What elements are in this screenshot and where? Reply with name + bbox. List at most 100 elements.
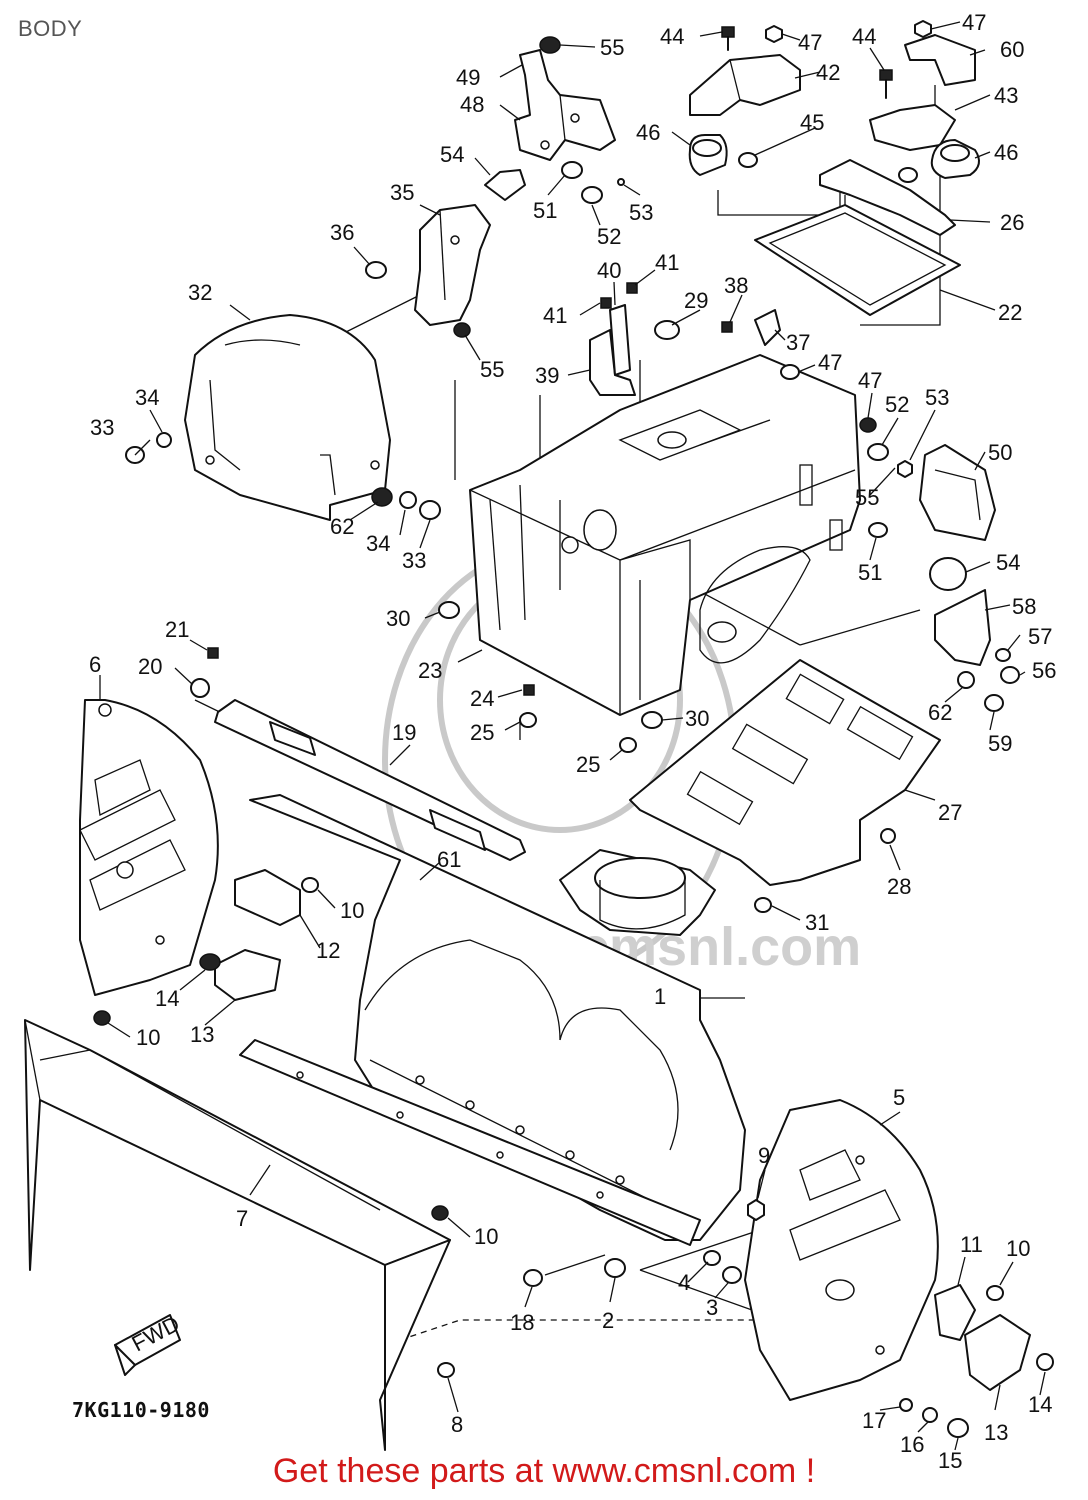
callout-47-a: 47	[798, 30, 822, 55]
callout-44-a: 44	[660, 24, 684, 49]
callout-10-d: 10	[1006, 1236, 1030, 1261]
callout-54-b: 54	[996, 550, 1020, 575]
callout-23: 23	[418, 658, 442, 683]
lower-housing-7	[24, 1019, 451, 1451]
callout-27: 27	[938, 800, 962, 825]
callout-25-b: 25	[576, 752, 600, 777]
callout-30-b: 30	[685, 706, 709, 731]
callout-42: 42	[816, 60, 840, 85]
callout-59: 59	[988, 731, 1012, 756]
callout-29: 29	[684, 288, 708, 313]
callout-34-a: 34	[135, 385, 159, 410]
callout-4: 4	[678, 1270, 690, 1295]
callout-34-b: 34	[366, 531, 390, 556]
callout-6: 6	[89, 652, 101, 677]
callout-26: 26	[1000, 210, 1024, 235]
callout-46-a: 46	[636, 120, 660, 145]
callout-51-a: 51	[533, 198, 557, 223]
callout-25-a: 25	[470, 720, 494, 745]
cover-plate-22	[754, 204, 961, 316]
chute-base	[559, 849, 716, 936]
footer-link-text[interactable]: Get these parts at www.cmsnl.com !	[272, 1452, 816, 1490]
callout-43: 43	[994, 83, 1018, 108]
callout-28: 28	[887, 874, 911, 899]
skid-plate-27	[629, 659, 941, 886]
callout-18: 18	[510, 1310, 534, 1335]
callout-35: 35	[390, 180, 414, 205]
callout-47-d: 47	[858, 368, 882, 393]
callout-11: 11	[960, 1232, 983, 1257]
callout-7: 7	[236, 1206, 248, 1231]
callout-19: 19	[392, 720, 416, 745]
callout-22: 22	[998, 300, 1022, 325]
main-frame-23	[469, 354, 861, 716]
callout-46-b: 46	[994, 140, 1018, 165]
side-plate-6	[79, 699, 219, 996]
plate-26	[819, 159, 956, 236]
callout-58: 58	[1012, 594, 1036, 619]
callout-39: 39	[535, 363, 559, 388]
callout-5: 5	[893, 1085, 905, 1110]
callout-38: 38	[724, 273, 748, 298]
bracket-11	[934, 1284, 976, 1341]
callout-47-c: 47	[818, 350, 842, 375]
bracket-48-49	[514, 49, 616, 161]
callout-10-a: 10	[340, 898, 364, 923]
callout-17: 17	[862, 1408, 886, 1433]
callout-45: 45	[800, 110, 824, 135]
bracket-43-60	[869, 34, 976, 151]
callout-60: 60	[1000, 37, 1024, 62]
callout-48: 48	[460, 92, 484, 117]
callout-32: 32	[188, 280, 212, 305]
callout-55-a: 55	[600, 35, 624, 60]
callout-62-b: 62	[928, 700, 952, 725]
side-plate-5	[744, 1099, 939, 1401]
mount-bracket-50	[919, 444, 996, 541]
callout-13-left: 13	[190, 1022, 214, 1047]
callout-21: 21	[165, 617, 189, 642]
callout-55-b: 55	[480, 357, 504, 382]
callout-52-b: 52	[885, 392, 909, 417]
scraper-bar	[239, 1039, 701, 1246]
callout-24: 24	[470, 686, 494, 711]
callout-12: 12	[316, 938, 340, 963]
callout-41-a: 41	[655, 250, 679, 275]
callout-52-a: 52	[597, 224, 621, 249]
bracket-42	[689, 54, 801, 116]
callout-1: 1	[654, 984, 666, 1009]
diagram-code: 7KG110-9180	[72, 1398, 210, 1422]
callout-41-b: 41	[543, 303, 567, 328]
auger-housing-1	[249, 794, 746, 1241]
callout-53-a: 53	[629, 200, 653, 225]
callout-55-c: 55	[855, 485, 879, 510]
drive-shaft-19	[214, 699, 526, 861]
bracket-35	[414, 204, 491, 326]
callout-16: 16	[900, 1432, 924, 1457]
bracket-13-right	[964, 1314, 1031, 1391]
callout-57: 57	[1028, 624, 1052, 649]
callout-62-a: 62	[330, 514, 354, 539]
mount-rubber-46	[688, 134, 980, 179]
callout-36: 36	[330, 220, 354, 245]
callout-3: 3	[706, 1295, 718, 1320]
callout-15: 15	[938, 1448, 962, 1473]
leader-lines	[99, 21, 1046, 1451]
callout-54-a: 54	[440, 142, 464, 167]
callout-13-right: 13	[984, 1420, 1008, 1445]
callout-50: 50	[988, 440, 1012, 465]
fasteners	[93, 20, 1054, 1438]
callout-33-b: 33	[402, 548, 426, 573]
page-title: BODY	[18, 16, 83, 41]
callout-10-c: 10	[474, 1224, 498, 1249]
frame-small-parts	[589, 304, 781, 396]
callout-53-b: 53	[925, 385, 949, 410]
callout-14-right: 14	[1028, 1392, 1052, 1417]
callout-51-b: 51	[858, 560, 882, 585]
callout-47-b: 47	[962, 10, 986, 35]
callout-20: 20	[138, 654, 162, 679]
mount-bracket-58	[929, 557, 991, 666]
callout-37: 37	[786, 330, 810, 355]
callout-30-a: 30	[386, 606, 410, 631]
belt-cover-32	[184, 314, 391, 521]
